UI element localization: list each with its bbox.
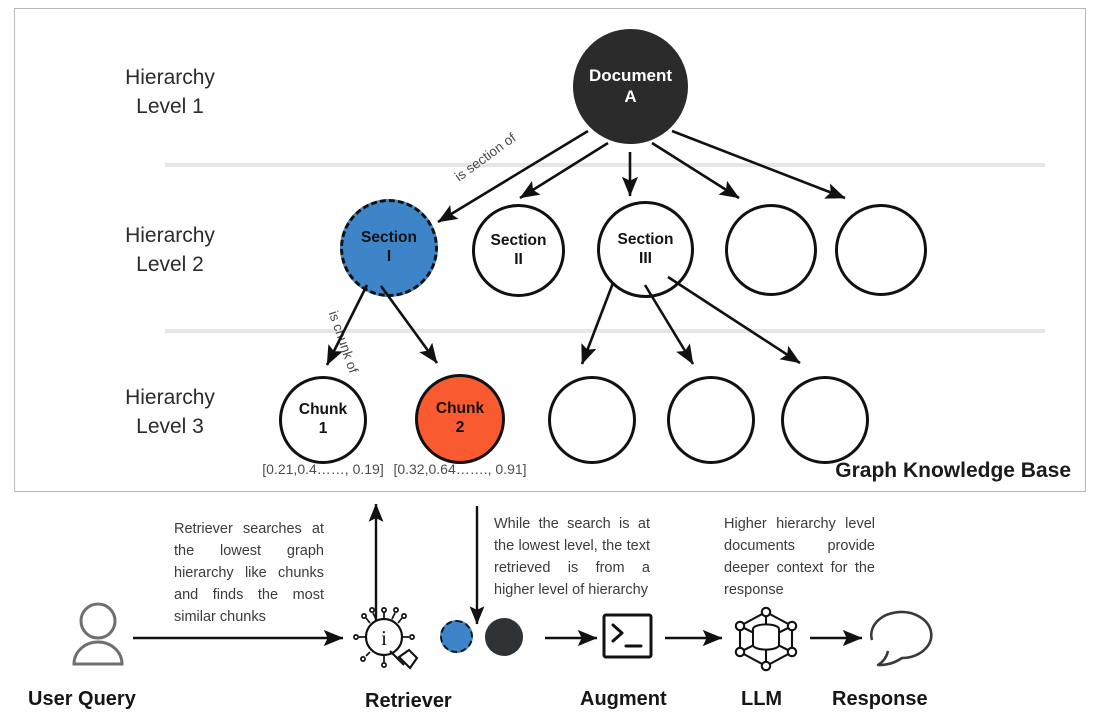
terminal-icon	[602, 613, 653, 659]
node-label-line1: Document	[588, 65, 673, 85]
graph-knowledge-base-panel: Hierarchy Level 1 Hierarchy Level 2 Hier…	[14, 8, 1086, 492]
node-section-ii[interactable]: Section II	[472, 204, 565, 297]
node-chunk-1[interactable]: Chunk 1	[279, 376, 367, 464]
node-chunk-empty-1[interactable]	[548, 376, 636, 464]
node-label-line1: Chunk	[435, 400, 485, 418]
pipeline-label-user-query: User Query	[28, 688, 136, 710]
pipeline-label-llm: LLM	[741, 688, 783, 710]
annotation-higher-hierarchy-context: Higher hierarchy level documents provide…	[724, 516, 875, 599]
hierarchy-level-2-label: Hierarchy Level 2	[125, 224, 215, 276]
node-label-line1: Section	[361, 229, 417, 247]
node-label-line2: A	[624, 86, 637, 106]
vector-label-chunk-2: [0.32,0.64……., 0.91]	[393, 461, 527, 477]
node-label-line2: II	[514, 250, 523, 268]
vector-label-chunk-1: [0.21,0.4……, 0.19]	[262, 461, 384, 477]
level-divider-1	[165, 163, 1045, 167]
user-icon	[72, 602, 124, 666]
edge-label-is-chunk-of: is chunk of	[325, 309, 362, 375]
pipeline-label-retriever: Retriever	[365, 690, 452, 712]
level-divider-2	[165, 329, 1045, 333]
annotation-retrieved-text-level: While the search is at the lowest level,…	[494, 516, 650, 599]
node-label-line1: Section	[617, 230, 674, 248]
svg-text:i: i	[381, 626, 387, 650]
node-label-line2: 1	[318, 420, 328, 437]
node-section-empty-2[interactable]	[835, 204, 927, 296]
neural-network-database-icon	[734, 606, 798, 672]
node-section-iii[interactable]: Section III	[597, 201, 694, 298]
pipeline-label-augment: Augment	[580, 688, 667, 710]
pipeline-label-response: Response	[832, 688, 928, 710]
edge-label-is-section-of: is section of	[452, 130, 519, 185]
hierarchy-level-3-label: Hierarchy Level 3	[125, 386, 215, 438]
node-chunk-empty-2[interactable]	[667, 376, 755, 464]
graph-knowledge-base-caption: Graph Knowledge Base	[835, 459, 1071, 482]
node-chunk-empty-3[interactable]	[781, 376, 869, 464]
annotation-retriever-search: Retriever searches at the lowest graph h…	[174, 521, 324, 626]
node-label-line1: Chunk	[298, 401, 348, 419]
mini-node-dark-document	[485, 618, 523, 656]
node-document-a[interactable]: Document A	[573, 29, 688, 144]
node-chunk-2[interactable]: Chunk 2	[415, 374, 505, 464]
node-label-line1: Section	[490, 231, 547, 249]
magnifier-info-icon: i	[353, 607, 419, 670]
node-section-empty-1[interactable]	[725, 204, 817, 296]
node-section-i[interactable]: Section I	[340, 199, 438, 297]
node-label-line2: I	[386, 248, 392, 265]
node-label-line2: III	[639, 249, 652, 267]
hierarchy-level-1-label: Hierarchy Level 1	[125, 66, 215, 118]
mini-node-blue-section	[440, 620, 473, 653]
speech-bubble-icon	[870, 610, 933, 667]
node-label-line2: 2	[455, 419, 465, 436]
